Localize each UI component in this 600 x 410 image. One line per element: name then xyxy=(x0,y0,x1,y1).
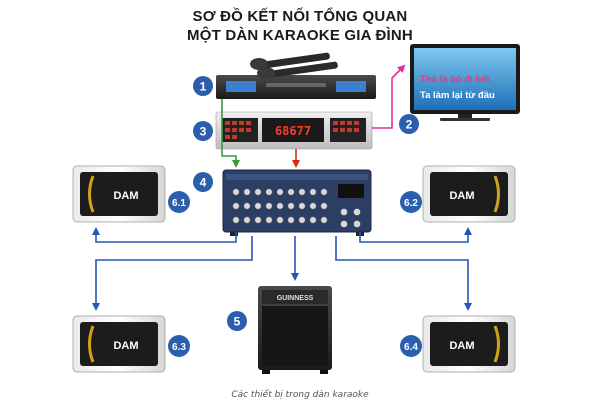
svg-text:6.2: 6.2 xyxy=(404,198,418,209)
speaker-top-left: DAM xyxy=(72,165,166,223)
diagram-title-line2: MỘT DÀN KARAOKE GIA ĐÌNH xyxy=(187,27,413,44)
badge-3: 3 xyxy=(193,121,213,141)
speaker-brand-label: DAM xyxy=(113,190,138,202)
speaker-brand-label: DAM xyxy=(449,340,474,352)
badge-6-1: 6.1 xyxy=(168,191,190,213)
badge-6-4: 6.4 xyxy=(400,335,422,357)
badge-5: 5 xyxy=(227,311,247,331)
wireless-microphone-2 xyxy=(250,52,330,70)
svg-text:6.3: 6.3 xyxy=(172,342,186,353)
badge-1: 1 xyxy=(193,76,213,96)
subwoofer-brand-label: GUINNESS xyxy=(277,295,314,302)
diagram-title-line1: SƠ ĐỒ KẾT NỐI TỔNG QUAN xyxy=(192,8,408,25)
svg-text:6.1: 6.1 xyxy=(172,198,186,209)
arrow-player-to-tv xyxy=(372,64,406,129)
speaker-bottom-left: DAM xyxy=(72,315,166,373)
speaker-bottom-right: DAM xyxy=(422,315,516,373)
svg-text:5: 5 xyxy=(234,315,241,329)
badge-4: 4 xyxy=(193,172,213,192)
svg-text:4: 4 xyxy=(200,176,207,190)
svg-text:2: 2 xyxy=(406,118,413,132)
tv-lyric-line1: Thà là bỏ đi hết xyxy=(420,74,491,85)
speaker-brand-label: DAM xyxy=(449,190,474,202)
wireless-microphone-1 xyxy=(257,61,338,79)
microphone-receiver xyxy=(216,52,376,99)
arrow-mixer-to-speaker-6-4 xyxy=(335,236,472,311)
figure-caption: Các thiết bị trong dàn karaoke xyxy=(231,390,369,400)
player-display-digits: 68677 xyxy=(275,124,311,138)
arrow-mic-to-mixer xyxy=(221,99,240,168)
svg-text:1: 1 xyxy=(200,80,207,94)
speaker-top-right: DAM xyxy=(422,165,516,223)
speaker-brand-label: DAM xyxy=(113,340,138,352)
television: Thà là bỏ đi hết Ta làm lại từ đầu xyxy=(410,44,520,121)
arrow-mixer-to-speaker-6-2 xyxy=(359,227,472,243)
badge-6-3: 6.3 xyxy=(168,335,190,357)
svg-text:3: 3 xyxy=(200,125,207,139)
karaoke-player: 68677 xyxy=(215,111,373,150)
tv-lyric-line2: Ta làm lại từ đầu xyxy=(420,90,495,101)
arrow-mixer-to-speaker-6-1 xyxy=(92,227,237,243)
subwoofer: GUINNESS xyxy=(258,286,332,374)
arrow-mixer-to-speaker-6-3 xyxy=(92,236,253,311)
svg-text:6.4: 6.4 xyxy=(404,342,418,353)
mixer-amplifier xyxy=(222,169,372,236)
badge-2: 2 xyxy=(399,114,419,134)
badge-6-2: 6.2 xyxy=(400,191,422,213)
player-display xyxy=(262,118,324,142)
